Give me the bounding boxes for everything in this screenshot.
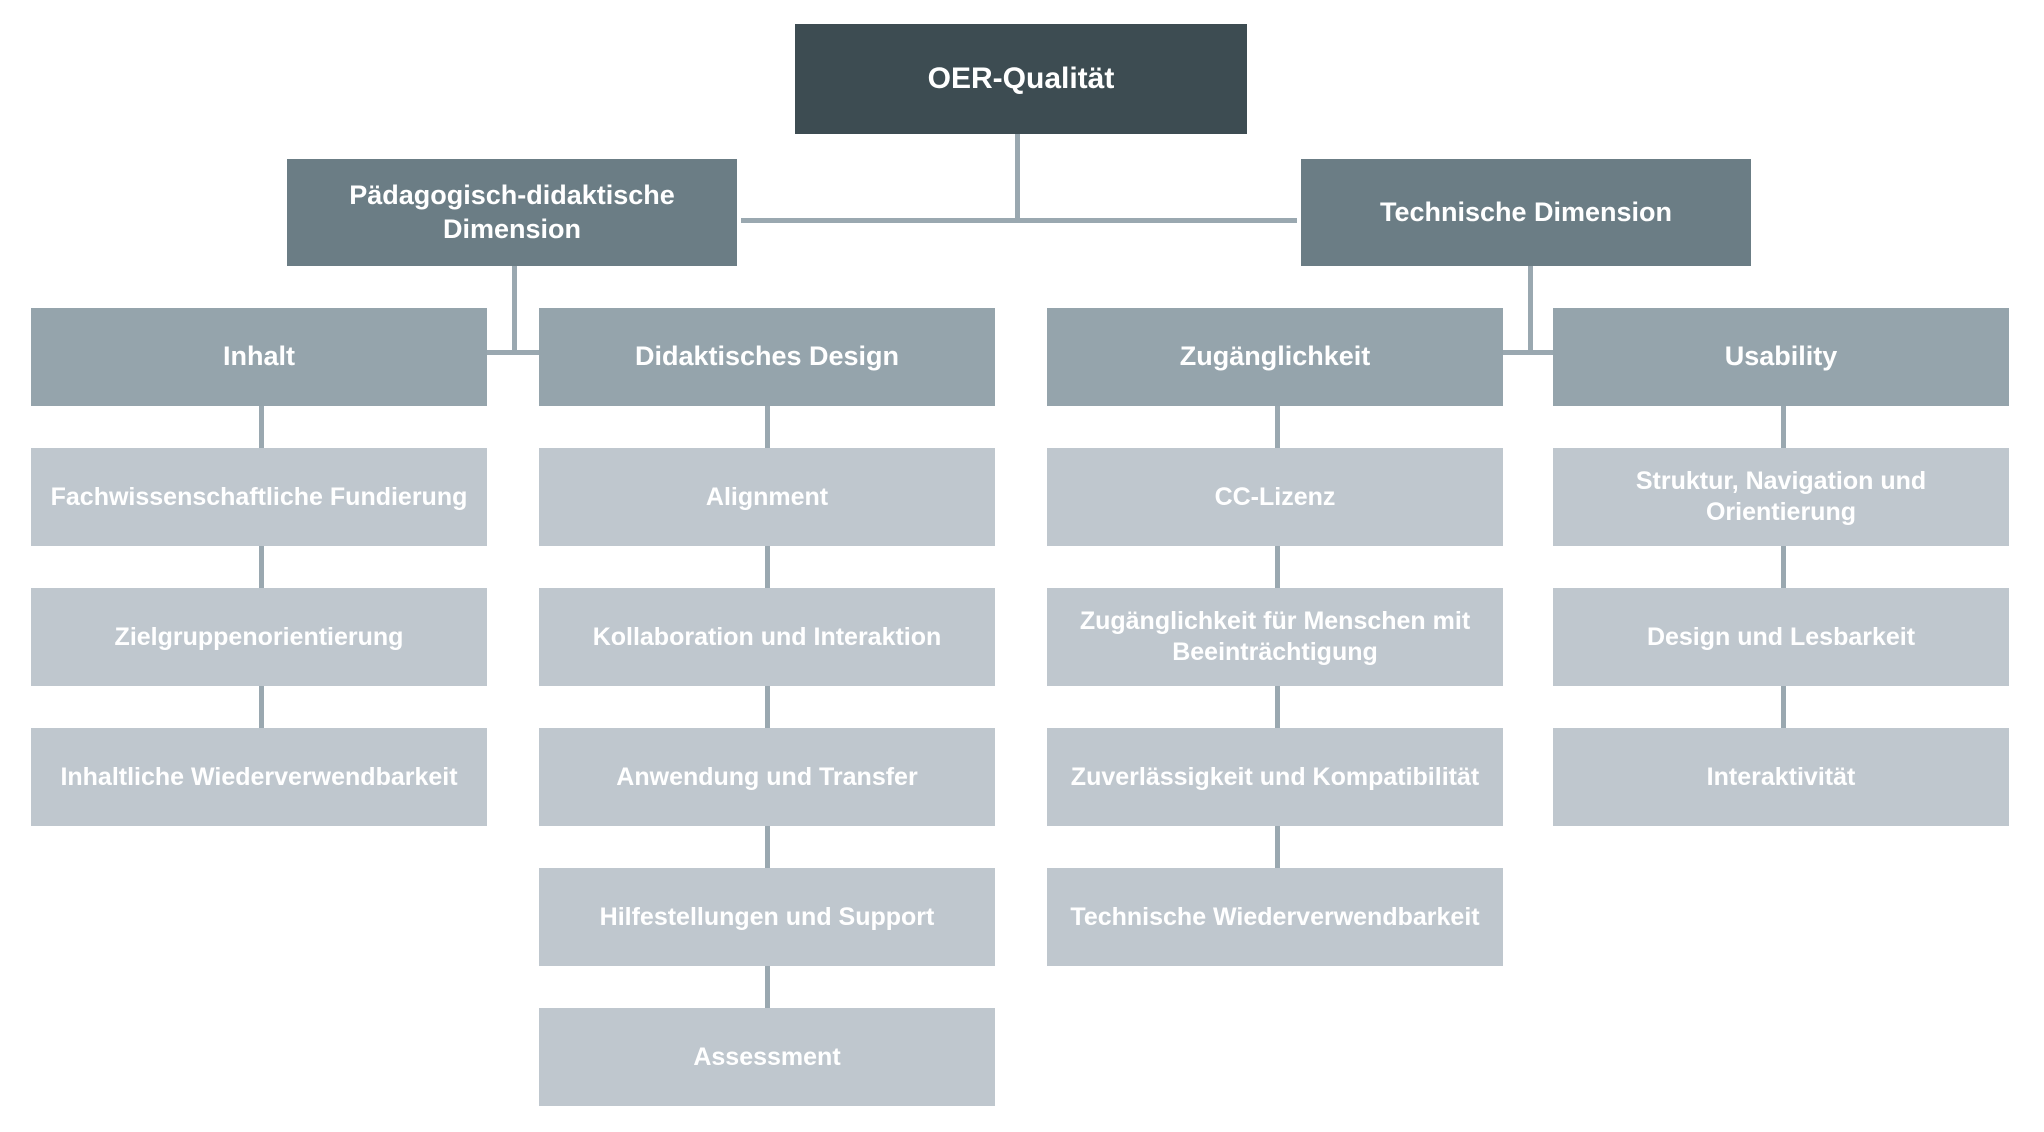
connector-right-category-bus [1275,350,1781,355]
node-dimension-technisch[interactable]: Technische Dimension [1301,159,1751,266]
connector-dimension-bus [741,218,1297,223]
node-criterion-anwendung-und-transfer[interactable]: Anwendung und Transfer [539,728,995,826]
connector-spine-zugaenglichkeit [1275,406,1280,966]
node-root-oer-qualitaet[interactable]: OER-Qualität [795,24,1247,134]
node-criterion-inhaltliche-wiederverwendbarkeit[interactable]: Inhaltliche Wiederverwendbarkeit [31,728,487,826]
node-criterion-assessment[interactable]: Assessment [539,1008,995,1106]
node-criterion-interaktivitaet[interactable]: Interaktivität [1553,728,2009,826]
node-category-didaktisches-design[interactable]: Didaktisches Design [539,308,995,406]
node-criterion-kollaboration-und-interaktion[interactable]: Kollaboration und Interaktion [539,588,995,686]
node-criterion-zielgruppenorientierung[interactable]: Zielgruppenorientierung [31,588,487,686]
connector-root-stem [1015,134,1020,222]
node-criterion-alignment[interactable]: Alignment [539,448,995,546]
node-dimension-paedagogisch-didaktisch[interactable]: Pädagogisch-didaktische Dimension [287,159,737,266]
node-criterion-cc-lizenz[interactable]: CC-Lizenz [1047,448,1503,546]
node-criterion-struktur-navigation-orientierung[interactable]: Struktur, Navigation und Orientierung [1553,448,2009,546]
connector-left-category-bus [259,350,765,355]
node-criterion-technische-wiederverwendbarkeit[interactable]: Technische Wiederverwendbarkeit [1047,868,1503,966]
node-criterion-zugaenglichkeit-beeintraechtigung[interactable]: Zugänglichkeit für Menschen mit Beeinträ… [1047,588,1503,686]
node-criterion-hilfestellungen-und-support[interactable]: Hilfestellungen und Support [539,868,995,966]
node-category-zugaenglichkeit[interactable]: Zugänglichkeit [1047,308,1503,406]
node-category-usability[interactable]: Usability [1553,308,2009,406]
node-criterion-design-und-lesbarkeit[interactable]: Design und Lesbarkeit [1553,588,2009,686]
connector-left-dimension-stem [512,266,517,354]
node-criterion-zuverlaessigkeit-und-kompatibilitaet[interactable]: Zuverlässigkeit und Kompatibilität [1047,728,1503,826]
connector-right-dimension-stem [1528,266,1533,354]
node-category-inhalt[interactable]: Inhalt [31,308,487,406]
node-criterion-fachwissenschaftliche-fundierung[interactable]: Fachwissenschaftliche Fundierung [31,448,487,546]
